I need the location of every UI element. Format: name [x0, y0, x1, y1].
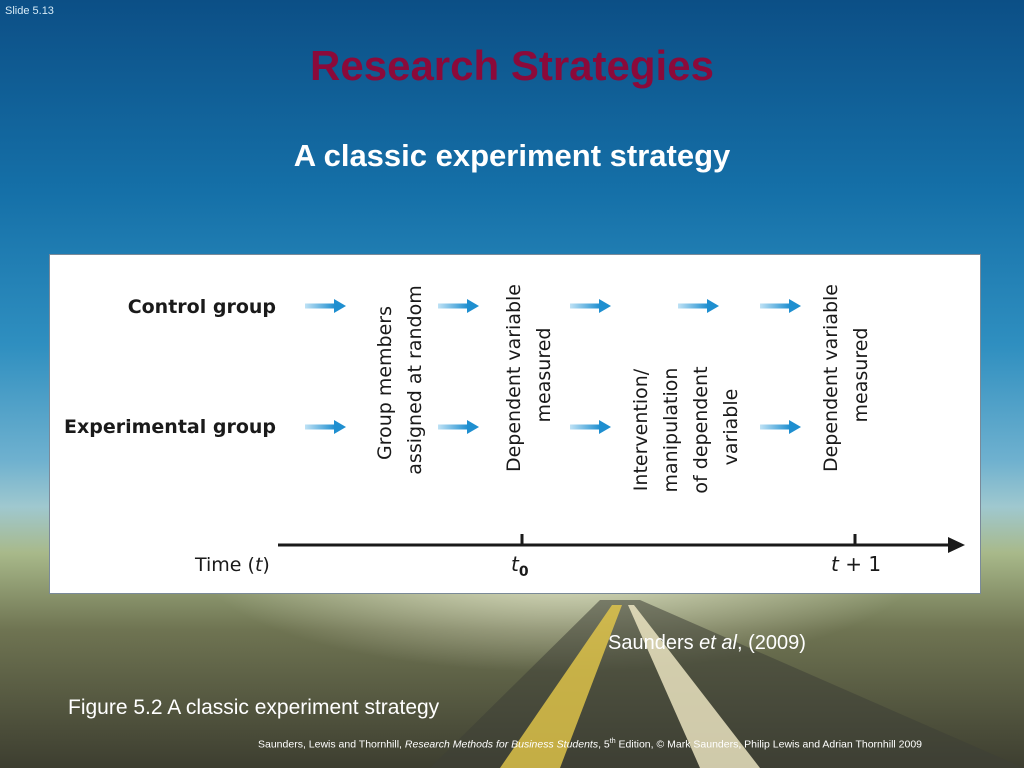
time-tick-label-t1: t + 1 — [831, 552, 881, 576]
flow-arrow-icon — [438, 420, 479, 434]
svg-text:Group members assigned: Group members assigned at random — [374, 285, 426, 474]
flow-arrow-icon — [305, 299, 346, 313]
flow-arrow-icon — [760, 299, 801, 313]
flow-arrow-icon — [570, 299, 611, 313]
slide-title: Research Strategies — [310, 42, 714, 89]
svg-text:Intervention/ manipula: Intervention/ manipulation of dependent … — [630, 360, 742, 493]
copyright-footer: Saunders, Lewis and Thornhill, Research … — [258, 738, 923, 751]
time-tick-label-t0: t0 — [511, 552, 529, 580]
flow-arrow-icon — [678, 299, 719, 313]
source-credit: Saunders et al, (2009) — [608, 632, 806, 654]
column-dependent-measured-1: Dependent variable measured — [503, 278, 555, 472]
row-label-experimental: Experimental group — [64, 416, 276, 438]
arrow-group — [305, 299, 801, 434]
slide-number: Slide 5.13 — [5, 5, 54, 17]
svg-text:Dependent variable mea: Dependent variable measured — [820, 278, 872, 472]
flow-arrow-icon — [438, 299, 479, 313]
column-dependent-measured-2: Dependent variable measured — [820, 278, 872, 472]
column-intervention: Intervention/ manipulation of dependent … — [630, 360, 742, 493]
flow-arrow-icon — [760, 420, 801, 434]
time-axis-label: Time (t) — [194, 554, 270, 576]
svg-text:Dependent variable mea: Dependent variable measured — [503, 278, 555, 472]
experiment-diagram: Control group Experimental group Group m… — [49, 254, 981, 594]
figure-caption: Figure 5.2 A classic experiment strategy — [68, 696, 440, 719]
time-axis-arrowhead — [948, 537, 965, 553]
row-label-control: Control group — [128, 296, 276, 318]
flow-arrow-icon — [570, 420, 611, 434]
flow-arrow-icon — [305, 420, 346, 434]
column-group-members: Group members assigned at random — [374, 285, 426, 474]
slide-subtitle: A classic experiment strategy — [293, 138, 731, 173]
